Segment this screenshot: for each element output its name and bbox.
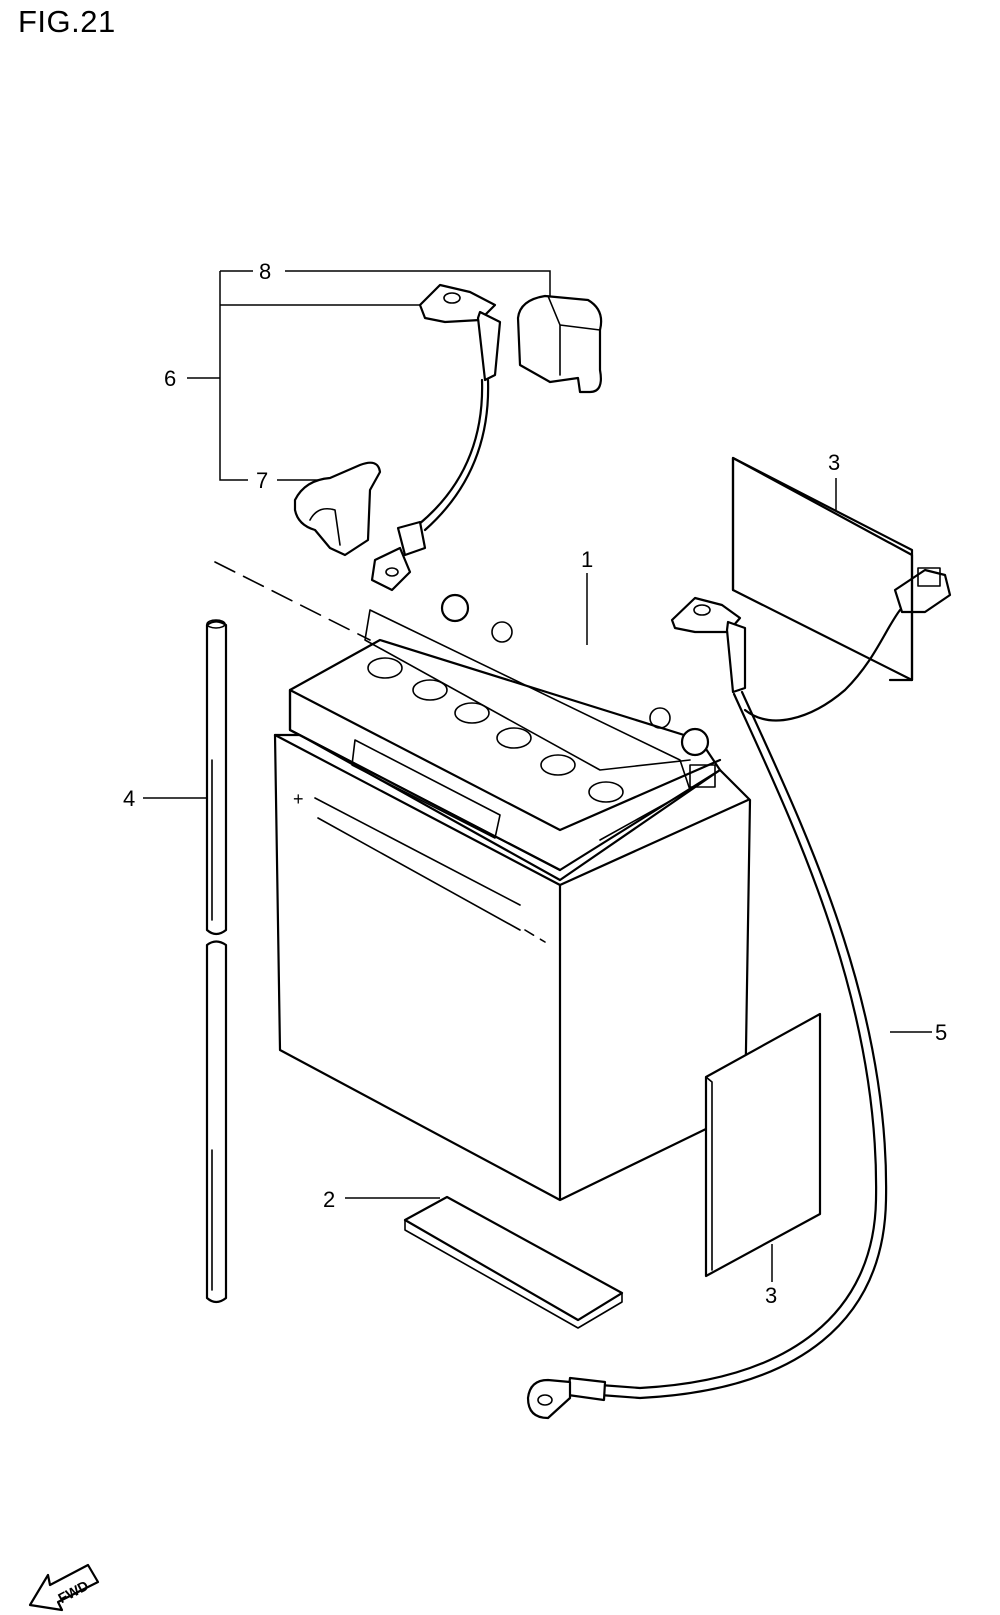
positive-cable[interactable] bbox=[370, 283, 502, 592]
callout-5: 5 bbox=[935, 1020, 947, 1045]
callout-7: 7 bbox=[256, 468, 268, 493]
callout-8: 8 bbox=[259, 259, 271, 284]
terminal-cover-large[interactable] bbox=[516, 294, 603, 394]
leader-lines bbox=[143, 270, 932, 1282]
figure-title: FIG.21 bbox=[18, 4, 116, 39]
callout-3-lower: 3 bbox=[765, 1283, 777, 1308]
label-lower[interactable] bbox=[704, 1012, 822, 1278]
callout-4: 4 bbox=[123, 786, 135, 811]
callout-numbers: 8 6 7 3 1 4 5 2 3 bbox=[123, 259, 947, 1308]
forward-arrow-icon: FWD bbox=[28, 1563, 100, 1612]
callout-3-upper: 3 bbox=[828, 450, 840, 475]
callout-6: 6 bbox=[164, 366, 176, 391]
breather-hose[interactable] bbox=[205, 619, 228, 1304]
callout-2: 2 bbox=[323, 1187, 335, 1212]
label-upper[interactable] bbox=[731, 456, 914, 682]
negative-cable[interactable] bbox=[526, 567, 952, 1420]
callout-1: 1 bbox=[581, 547, 593, 572]
battery[interactable]: + bbox=[214, 561, 752, 1202]
terminal-cover-small[interactable] bbox=[293, 461, 382, 557]
battery-pad[interactable] bbox=[403, 1195, 624, 1329]
svg-text:+: + bbox=[293, 789, 304, 809]
